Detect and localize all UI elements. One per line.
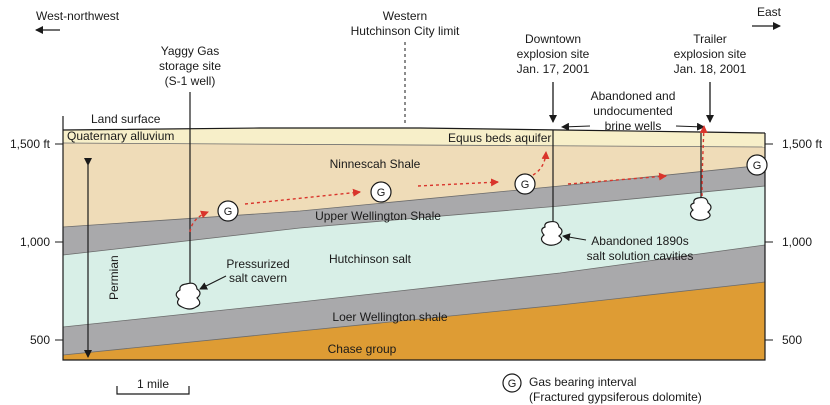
upper-wellington-shale-layer [63, 165, 765, 255]
svg-text:Abandoned and: Abandoned and [591, 89, 676, 103]
right-tick-500: 500 [782, 333, 802, 347]
hutchinson-salt-label: Hutchinson salt [329, 252, 412, 266]
quaternary-alluvium-label: Quaternary alluvium [67, 129, 174, 143]
right-tick-1500: 1,500 ft [782, 137, 823, 151]
svg-text:G: G [224, 206, 233, 218]
hutchinson-salt-layer [63, 186, 765, 327]
svg-text:undocumented: undocumented [593, 104, 672, 118]
upper-wellington-label: Upper Wellington Shale [315, 209, 441, 223]
svg-text:explosion site: explosion site [674, 47, 747, 61]
svg-text:Western: Western [383, 9, 427, 23]
left-tick-500: 500 [30, 333, 50, 347]
svg-text:brine wells: brine wells [605, 119, 662, 133]
gas-marker-3: G [514, 173, 536, 195]
western-limit-label: Western Hutchinson City limit [351, 9, 460, 38]
svg-text:Yaggy Gas: Yaggy Gas [161, 44, 219, 58]
gas-marker-4: G [746, 154, 768, 176]
svg-text:explosion site: explosion site [517, 47, 590, 61]
trailer-cavity-icon [689, 196, 712, 221]
gas-migration-arrows [189, 125, 708, 233]
west-direction-label: West-northwest [36, 9, 120, 23]
salt-cavities-label: Abandoned 1890s salt solution cavities [587, 234, 694, 263]
chase-group-layer [63, 282, 765, 360]
legend-gas-line-2: (Fractured gypsiferous dolomite) [529, 390, 702, 404]
cavern-pointer-arrow-icon [199, 275, 227, 290]
wells-arrow-right-icon [675, 122, 705, 131]
abandoned-wells-label: Abandoned and undocumented brine wells [591, 89, 676, 133]
gas-arrow-downtown-up [532, 151, 550, 176]
cavities-pointer-arrow-icon [562, 233, 587, 242]
lower-wellington-label: Loer Wellington shale [332, 310, 448, 324]
scale-bar [116, 386, 190, 395]
svg-text:salt cavern: salt cavern [229, 271, 287, 285]
gas-arrow-3 [567, 172, 667, 185]
svg-text:G: G [521, 179, 530, 191]
gas-arrow-trailer-up [699, 125, 708, 197]
downtown-site-label: Downtown explosion site Jan. 17, 2001 [517, 32, 590, 76]
gas-arrow-1 [244, 188, 361, 205]
ninnescah-shale-label: Ninnescah Shale [330, 157, 421, 171]
salt-cavern-icon [175, 282, 201, 310]
scale-bar-label: 1 mile [137, 377, 169, 391]
svg-text:G: G [508, 378, 517, 390]
svg-text:Trailer: Trailer [693, 32, 727, 46]
svg-text:Downtown: Downtown [525, 32, 581, 46]
left-depth-scale [55, 143, 63, 341]
permian-label: Permian [107, 255, 121, 300]
yaggy-site-label: Yaggy Gas storage site (S-1 well) [159, 44, 221, 88]
equus-beds-label: Equus beds aquifer [448, 131, 551, 145]
left-tick-1000: 1,000 [20, 235, 50, 249]
quaternary-alluvium-layer [63, 128, 765, 147]
salt-cavern-label: Pressurized salt cavern [226, 257, 289, 285]
svg-text:Jan. 18, 2001: Jan. 18, 2001 [674, 62, 747, 76]
svg-text:storage site: storage site [159, 59, 221, 73]
downtown-cavity-icon [540, 220, 563, 246]
lower-wellington-shale-layer [63, 245, 765, 355]
gas-marker-2: G [370, 181, 392, 203]
east-direction-label: East [757, 5, 782, 19]
svg-text:Hutchinson City limit: Hutchinson City limit [351, 24, 460, 38]
gas-arrow-2 [417, 178, 499, 187]
right-depth-scale [765, 143, 773, 341]
land-surface-label: Land surface [91, 112, 161, 126]
chase-group-label: Chase group [328, 342, 397, 356]
svg-text:Abandoned 1890s: Abandoned 1890s [591, 234, 688, 248]
wells-arrow-left-icon [561, 122, 591, 131]
gas-marker-1: G [217, 200, 239, 222]
land-surface-line [62, 127, 766, 134]
svg-text:G: G [377, 187, 386, 199]
left-tick-1500: 1,500 ft [10, 137, 51, 151]
svg-text:G: G [753, 160, 762, 172]
svg-text:Pressurized: Pressurized [226, 257, 289, 271]
section-frame [62, 116, 766, 361]
ninnescah-shale-layer [63, 143, 765, 227]
svg-text:Jan. 17, 2001: Jan. 17, 2001 [517, 62, 590, 76]
trailer-site-label: Trailer explosion site Jan. 18, 2001 [674, 32, 747, 76]
right-tick-1000: 1,000 [782, 235, 812, 249]
gas-arrow-yaggy [189, 210, 209, 233]
svg-text:salt solution cavities: salt solution cavities [587, 249, 694, 263]
svg-text:(S-1 well): (S-1 well) [165, 74, 216, 88]
legend-gas-symbol: G [502, 373, 522, 393]
legend-gas-line-1: Gas bearing interval [529, 375, 636, 389]
